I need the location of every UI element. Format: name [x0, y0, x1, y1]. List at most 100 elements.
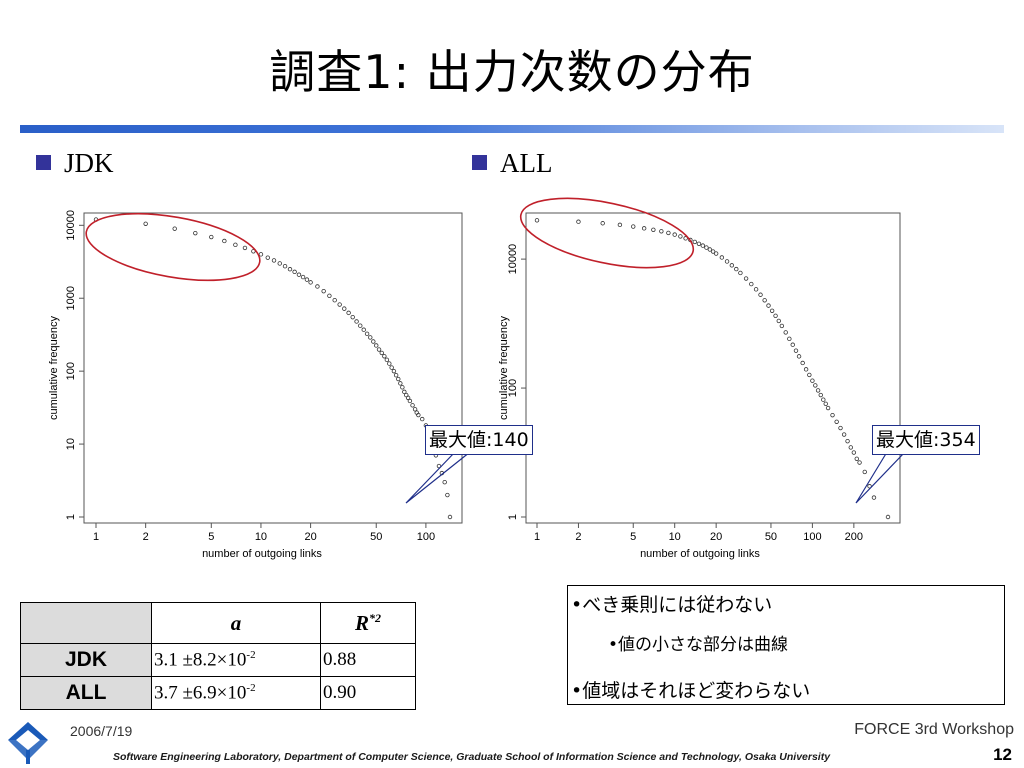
data-point — [704, 245, 709, 250]
note-line-3: •値域はそれほど変わらない — [571, 680, 811, 702]
data-point — [692, 239, 698, 245]
data-point — [810, 378, 815, 383]
x-tick-label: 50 — [765, 531, 777, 543]
data-point — [845, 438, 850, 444]
data-point — [867, 484, 872, 489]
data-point — [416, 412, 421, 418]
data-point — [361, 327, 366, 332]
footer-conference: FORCE 3rd Workshop — [854, 721, 1014, 738]
cell-r2-all: 0.90 — [320, 676, 416, 710]
data-point — [734, 266, 739, 272]
data-point — [700, 243, 706, 248]
data-point — [534, 218, 540, 223]
data-point — [387, 361, 392, 366]
data-point — [862, 469, 867, 475]
y-axis-label: cumulative frequency — [48, 316, 60, 420]
data-point — [436, 463, 442, 469]
table-header-row: a R*2 — [20, 602, 416, 644]
a-exponent: -2 — [246, 648, 256, 661]
x-tick-label: 20 — [710, 531, 722, 543]
data-point — [830, 412, 835, 418]
notes-box: •べき乗則には従わない •値の小さな部分は曲線 •値域はそれほど変わらない — [567, 585, 1005, 705]
x-tick-label: 20 — [304, 531, 316, 543]
data-point — [258, 252, 264, 257]
y-tick-label: 1000 — [65, 286, 77, 310]
data-point — [282, 263, 288, 269]
data-point — [93, 217, 99, 222]
data-point — [402, 389, 407, 395]
data-point — [724, 259, 730, 264]
data-point — [374, 343, 379, 348]
x-tick-label: 100 — [803, 531, 821, 543]
a-value: 3.1 ±8.2×10 — [154, 649, 247, 671]
data-point — [439, 470, 445, 476]
data-point — [713, 251, 719, 256]
data-point — [821, 397, 826, 402]
data-point — [405, 395, 411, 401]
data-point — [885, 514, 891, 520]
data-point — [193, 230, 198, 236]
data-point — [631, 224, 636, 229]
data-point — [696, 241, 702, 246]
data-point — [796, 354, 802, 359]
data-point — [209, 234, 214, 240]
data-point — [172, 226, 177, 231]
data-point — [271, 258, 277, 263]
data-point — [222, 238, 227, 244]
r-symbol: R — [354, 610, 369, 635]
data-point — [308, 280, 313, 285]
data-point — [651, 227, 656, 232]
footer-lab-name: Software Engineering Laboratory, Departm… — [113, 751, 831, 763]
data-point — [807, 372, 812, 378]
plot-frame — [83, 212, 463, 524]
data-point — [743, 276, 749, 281]
data-point — [346, 310, 351, 316]
data-point — [143, 221, 148, 226]
data-point — [358, 323, 363, 328]
data-point — [773, 313, 778, 319]
data-point — [442, 480, 447, 485]
data-point — [242, 245, 248, 251]
panel-label-all: ALL — [500, 148, 553, 178]
data-point — [813, 383, 818, 388]
y-tick-label: 1 — [507, 514, 519, 520]
x-axis-label: number of outgoing links — [640, 548, 760, 560]
data-point — [350, 314, 355, 320]
data-point — [800, 360, 805, 366]
data-point — [287, 267, 293, 272]
fit-results-table: a R*2 JDK 3.1 ±8.2×10-2 0.88 ALL 3.7 ±6.… — [20, 602, 416, 710]
data-point — [384, 357, 390, 363]
data-point — [659, 229, 664, 234]
data-point — [412, 407, 418, 412]
table-row: JDK 3.1 ±8.2×10-2 0.88 — [20, 643, 416, 677]
data-point — [315, 284, 320, 289]
data-point — [300, 274, 306, 280]
data-point — [445, 492, 450, 498]
data-point — [783, 330, 788, 335]
data-point — [838, 425, 843, 431]
title-underline — [20, 125, 1004, 133]
data-point — [787, 336, 792, 342]
panel-label-jdk: JDK — [64, 148, 114, 178]
x-tick-label: 5 — [630, 531, 636, 543]
max-value-callout-all: 最大値:354 — [872, 425, 980, 455]
x-axis-label: number of outgoing links — [202, 548, 322, 560]
row-label-jdk: JDK — [20, 643, 152, 677]
data-point — [666, 230, 671, 236]
row-label-all: ALL — [20, 676, 152, 710]
y-tick-label: 100 — [507, 379, 519, 397]
data-point — [749, 281, 754, 287]
cell-a-jdk: 3.1 ±8.2×10-2 — [151, 643, 321, 677]
data-point — [391, 368, 397, 374]
data-point — [871, 495, 877, 500]
data-point — [823, 401, 828, 406]
x-tick-label: 2 — [575, 531, 581, 543]
x-tick-label: 1 — [93, 531, 99, 543]
data-point — [389, 365, 394, 370]
bullet-square-icon — [472, 155, 487, 170]
x-tick-label: 50 — [370, 531, 382, 543]
data-point — [337, 302, 342, 307]
data-point — [277, 261, 282, 266]
data-point — [758, 292, 763, 297]
